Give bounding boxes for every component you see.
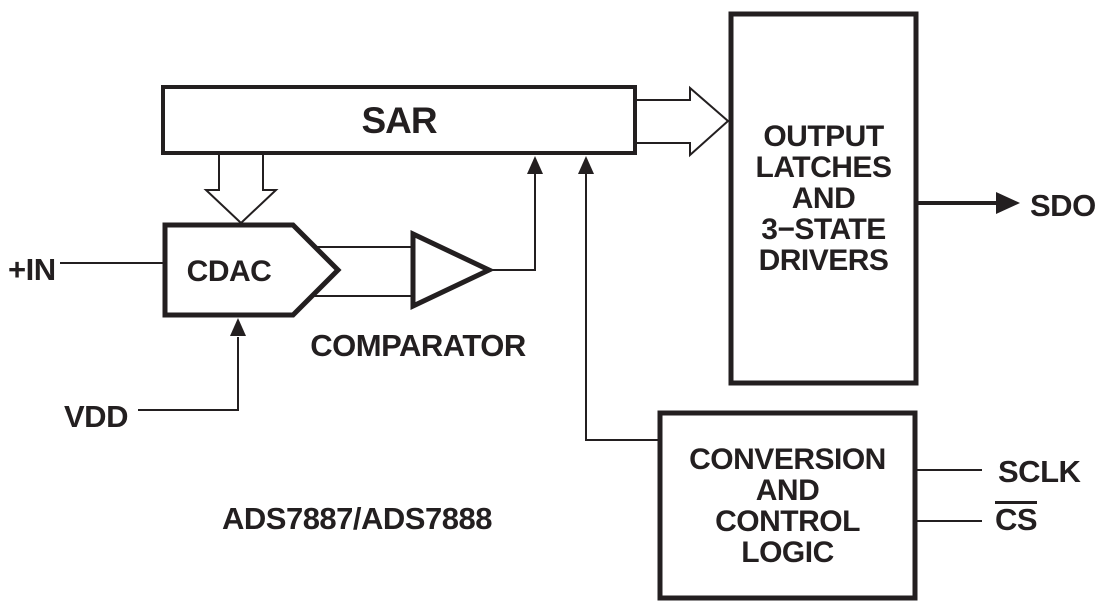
output-latches-label: OUTPUT LATCHES AND 3−STATE DRIVERS <box>755 120 892 277</box>
sdo-arrowhead-icon <box>996 192 1020 214</box>
pin-label-sclk: SCLK <box>998 454 1081 489</box>
control-to-sar-line <box>585 173 660 441</box>
vdd-arrowhead-icon <box>230 318 246 336</box>
comparator-output-arrowhead-icon <box>527 156 543 174</box>
pin-label-sdo: SDO <box>1030 188 1096 223</box>
pin-label-analog-in: +IN <box>8 252 56 287</box>
pin-label-vdd: VDD <box>64 399 128 434</box>
bus-arrow-sar-to-output-icon <box>637 85 730 158</box>
comparator-shape <box>410 230 495 310</box>
sar-box <box>161 85 637 155</box>
cdac-shape <box>162 222 342 318</box>
conversion-logic-box <box>657 410 918 601</box>
part-number-label: ADS7887/ADS7888 <box>222 501 492 536</box>
pin-label-cs: CS <box>995 501 1038 537</box>
comparator-output-line <box>489 173 536 271</box>
sar-label: SAR <box>361 99 437 141</box>
output-latches-box <box>728 11 919 386</box>
control-to-sar-arrowhead-icon <box>578 156 594 174</box>
comparator-label: COMPARATOR <box>310 328 526 363</box>
cs-overline-text: CS <box>995 501 1038 537</box>
bus-arrow-sar-to-cdac-icon <box>203 155 279 225</box>
vdd-line <box>138 337 239 411</box>
conversion-logic-label: CONVERSION AND CONTROL LOGIC <box>689 442 886 569</box>
cdac-label: CDAC <box>186 254 272 288</box>
